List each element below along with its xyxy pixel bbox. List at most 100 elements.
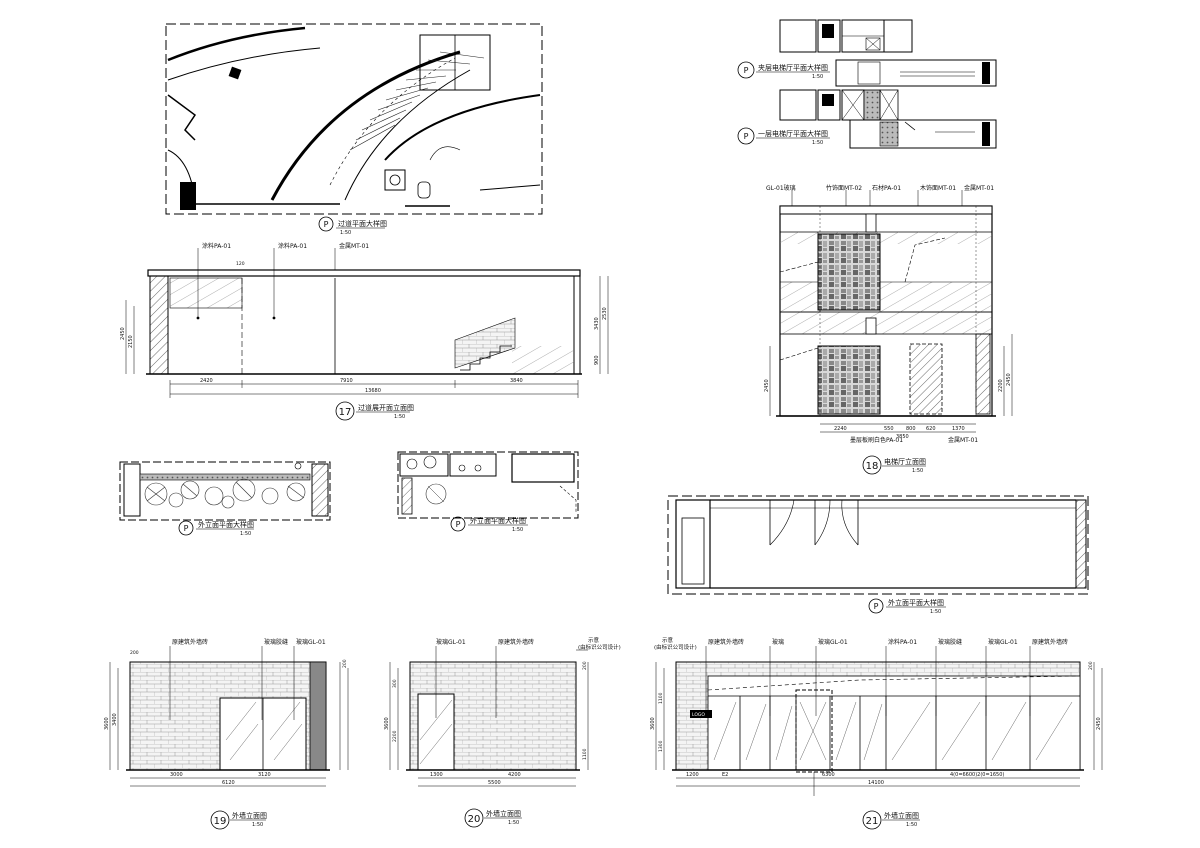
notes-21: 示意 (由标识公司设计) 原建筑外墙砖 玻璃 玻璃GL-01 涂料PA-01 玻… [654, 636, 1068, 718]
label-e21: 21 外墙立面图 1:50 [862, 810, 920, 830]
label-p2-title: 夹层电梯厅平面大样图 [758, 63, 828, 72]
sign-21: LOGO [692, 712, 705, 718]
note-18-3: 木饰面MT-01 [920, 184, 956, 192]
dim-19-2: 6120 [222, 780, 235, 786]
note-20-2: 示意 [588, 636, 600, 644]
label-p5-scale: 1:50 [512, 527, 523, 533]
label-p5: P 外立面平面大样图 1:50 [450, 516, 528, 533]
dim-17-9: 120 [236, 261, 245, 267]
note-20-3: (由标识公司设计) [578, 643, 621, 651]
note-21-8: 原建筑外墙砖 [1032, 638, 1068, 646]
note-18-1: 竹饰面MT-02 [826, 184, 862, 192]
dim-19-4: 3600 [104, 717, 110, 730]
elevation-18 [769, 190, 1013, 433]
label-e21-marker: 21 [866, 816, 879, 827]
label-e20-scale: 1:50 [508, 820, 519, 826]
note-18b-0: 墨层板刷白色PA-01 [850, 436, 903, 444]
dim-17-2: 3840 [510, 378, 523, 384]
label-e17-scale: 1:50 [394, 414, 405, 420]
label-e20: 20 外墙立面图 1:50 [464, 808, 522, 828]
note-21-6: 玻璃胶缝 [938, 638, 962, 646]
dim-17-8: 900 [594, 355, 600, 365]
notes-20: 玻璃GL-01 原建筑外墙砖 示意 (由标识公司设计) [436, 636, 621, 651]
label-p5-marker: P [456, 520, 461, 529]
label-e19-marker: 19 [214, 816, 227, 827]
label-p3: P 一层电梯厅平面大样图 1:50 [737, 127, 830, 146]
dim-18-6: 2450 [764, 379, 770, 392]
label-e19-scale: 1:50 [252, 822, 263, 828]
label-p1-scale: 1:50 [340, 230, 351, 236]
label-p1-marker: P [324, 220, 329, 229]
dim-19-1: 3120 [258, 772, 271, 778]
label-e18: 18 电梯厅立面图 1:50 [862, 455, 926, 475]
note-19-0: 原建筑外墙砖 [172, 638, 208, 646]
dims-18: 2240 550 800 620 1370 3850 2450 2200 245… [764, 373, 1012, 440]
label-p3-title: 一层电梯厅平面大样图 [758, 129, 828, 138]
plan-mezzanine-elevator [779, 19, 997, 87]
note-21-0: 示意 [662, 636, 674, 644]
note-21-5: 涂料PA-01 [888, 638, 917, 646]
dim-18-7: 2200 [998, 379, 1004, 392]
dim-20-3: 3600 [384, 717, 390, 730]
elevation-21 [655, 646, 1103, 796]
dim-17-3: 13680 [365, 388, 381, 394]
dim-18-4: 1370 [952, 426, 965, 432]
note-18-2: 石材PA-01 [872, 184, 901, 192]
label-p4: P 外立面平面大样图 1:50 [178, 520, 254, 537]
dim-20-0: 1300 [430, 772, 443, 778]
label-e19-title: 外墙立面图 [232, 811, 267, 820]
note-18b-1: 金属MT-01 [948, 436, 978, 444]
label-p1: P 过道平面大样图 1:50 [318, 216, 387, 236]
label-e17-marker: 17 [339, 407, 352, 418]
label-e17-title: 过道展开面立面图 [358, 403, 414, 412]
label-e18-title: 电梯厅立面图 [884, 457, 926, 466]
dim-21-5: 3600 [650, 717, 656, 730]
dim-21-6: 1100 [658, 692, 664, 704]
note-17-1: 涂料PA-01 [278, 242, 307, 250]
dim-19-0: 3000 [170, 772, 183, 778]
label-p4-scale: 1:50 [240, 531, 251, 537]
label-p4-marker: P [184, 524, 189, 533]
dim-21-8: 2450 [1096, 717, 1102, 730]
dim-21-4: 14100 [868, 780, 884, 786]
dim-21-9: 200 [1088, 661, 1094, 670]
note-18-0: GL-01玻璃 [766, 184, 796, 192]
note-21-2: 原建筑外墙砖 [708, 638, 744, 646]
label-p4-title: 外立面平面大样图 [198, 520, 254, 529]
dim-18-3: 620 [926, 426, 936, 432]
dim-19-5: 3400 [112, 713, 118, 726]
plan-facade-corner [397, 451, 579, 519]
plan-facade-trees [119, 461, 331, 521]
note-21-4: 玻璃GL-01 [818, 638, 848, 646]
note-21-3: 玻璃 [772, 638, 784, 646]
label-p6-marker: P [874, 602, 879, 611]
dim-21-3: 4(0=6600)2(0=1650) [950, 772, 1004, 778]
label-e20-title: 外墙立面图 [486, 809, 521, 818]
note-21-7: 玻璃GL-01 [988, 638, 1018, 646]
label-p2-marker: P [744, 66, 749, 75]
plan-corridor [165, 23, 543, 215]
dim-20-6: 1100 [582, 748, 588, 760]
dim-20-4: 300 [392, 679, 398, 688]
dim-17-6: 3430 [594, 317, 600, 330]
dim-18-8: 2450 [1006, 373, 1012, 386]
note-18-4: 金属MT-01 [964, 184, 994, 192]
note-20-0: 玻璃GL-01 [436, 638, 466, 646]
label-e18-scale: 1:50 [912, 468, 923, 474]
notes-18: GL-01玻璃 竹饰面MT-02 石材PA-01 木饰面MT-01 金属MT-0… [766, 184, 994, 444]
dim-18-5: 3850 [896, 434, 909, 440]
label-e18-marker: 18 [866, 461, 879, 472]
notes-17: 涂料PA-01 涂料PA-01 金属MT-01 [202, 242, 369, 250]
dim-17-7: 2530 [602, 307, 608, 320]
dim-20-7: 200 [582, 661, 588, 670]
label-p5-title: 外立面平面大样图 [470, 516, 526, 525]
dim-21-0: 1200 [686, 772, 699, 778]
dims-17: 2420 7910 3840 13680 2450 2150 3430 2530… [120, 261, 608, 394]
dim-21-2: 6300 [822, 772, 835, 778]
label-e19: 19 外墙立面图 1:50 [210, 810, 267, 830]
label-p6-scale: 1:50 [930, 609, 941, 615]
dim-17-0: 2420 [200, 378, 213, 384]
dim-20-2: 5500 [488, 780, 501, 786]
dims-21: 1200 E2 6300 4(0=6600)2(0=1650) 14100 36… [650, 661, 1102, 786]
